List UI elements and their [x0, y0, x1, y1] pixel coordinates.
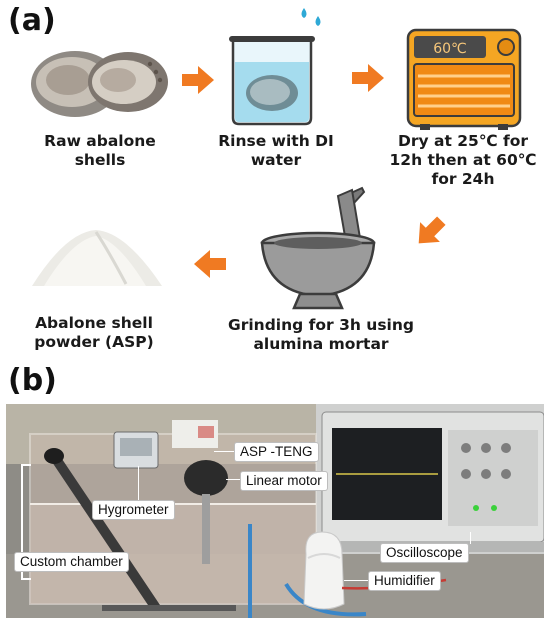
- label-custom-chamber: Custom chamber: [14, 552, 129, 572]
- label-hygrometer: Hygrometer: [92, 500, 175, 520]
- step-caption-grinding: Grinding for 3h using alumina mortar: [228, 316, 414, 353]
- leader-line: [138, 466, 139, 500]
- process-flow-diagram: 60℃: [31, 8, 522, 310]
- leader-line: [344, 580, 368, 581]
- mortar-pestle-icon: [260, 186, 376, 310]
- label-oscilloscope: Oscilloscope: [380, 543, 469, 563]
- powder-pile-image: [32, 230, 162, 286]
- chamber-bracket: [21, 464, 31, 580]
- leader-line: [226, 479, 240, 480]
- step-caption-rinse: Rinse with DI water: [218, 132, 334, 169]
- arrow-right-icon: [182, 66, 214, 94]
- abalone-shells-image: [31, 51, 168, 117]
- step-caption-dry: Dry at 25℃ for 12h then at 60℃ for 24h: [389, 132, 537, 188]
- arrow-right-icon: [352, 64, 384, 92]
- panel-b-label: (b): [8, 363, 57, 398]
- leader-line: [214, 451, 234, 452]
- label-linear-motor: Linear motor: [240, 471, 328, 491]
- oven-icon: 60℃: [406, 28, 522, 130]
- setup-photo-scene: [6, 404, 544, 618]
- panel-a-label: (a): [8, 3, 56, 38]
- beaker-icon: [229, 8, 321, 126]
- leader-line: [470, 532, 471, 544]
- step-caption-raw-shells: Raw abalone shells: [44, 132, 156, 169]
- oven-display-text: 60℃: [433, 41, 467, 57]
- label-asp-teng: ASP -TENG: [234, 442, 319, 462]
- step-caption-powder: Abalone shell powder (ASP): [34, 314, 154, 351]
- label-humidifier: Humidifier: [368, 571, 441, 591]
- arrow-left-icon: [194, 250, 226, 278]
- arrow-down-left-icon: [418, 216, 446, 244]
- setup-photo: ASP -TENG Linear motor Hygrometer Custom…: [6, 404, 544, 618]
